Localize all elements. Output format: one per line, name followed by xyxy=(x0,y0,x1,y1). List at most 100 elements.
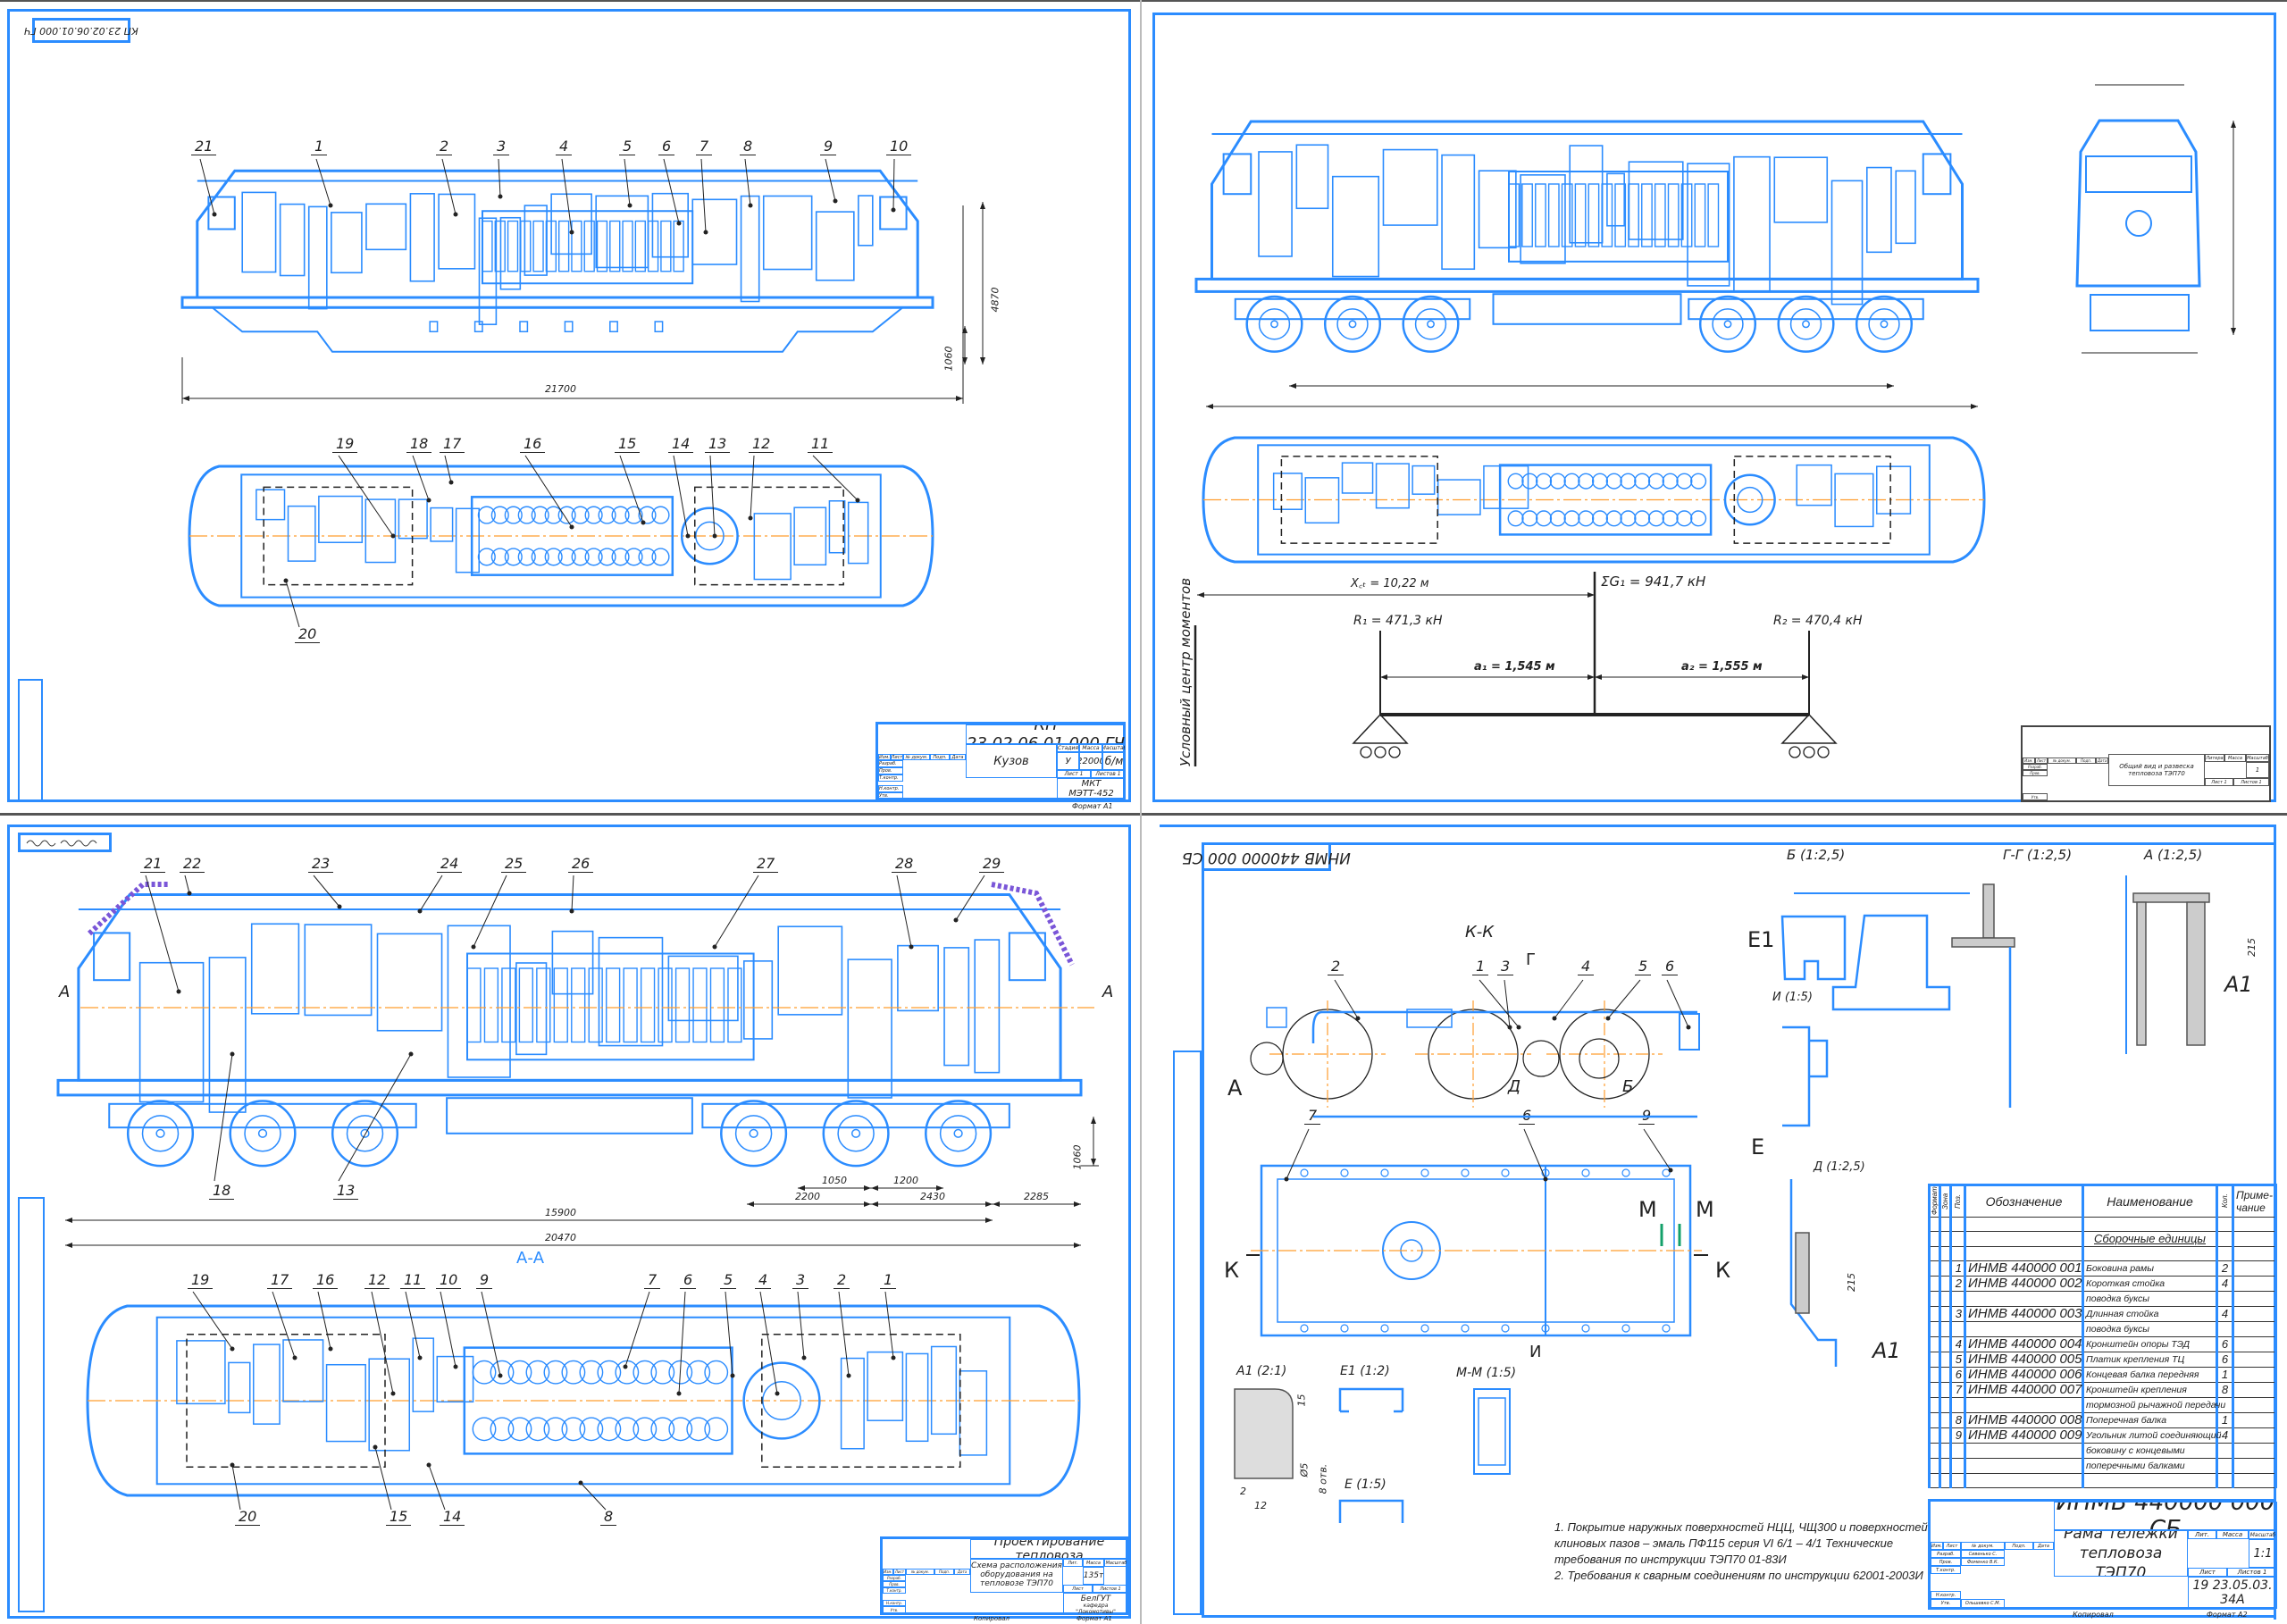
section-heading: Сборочные единицы xyxy=(2082,1231,2218,1247)
tb-r-check: Пров. xyxy=(1931,1558,1961,1566)
mirrored-label-glyphs xyxy=(26,840,96,847)
force-a1: a₁ = 1,545 м xyxy=(1474,660,1555,674)
cell-name: Угольник литой соединяющий xyxy=(2082,1427,2221,1444)
cell-pos: 2 xyxy=(1949,1276,1966,1292)
callout: 17 xyxy=(267,1273,293,1289)
tb-mass: 22000 xyxy=(1079,752,1102,770)
tb-r-approve: Утв. xyxy=(878,792,903,799)
callout: 7 xyxy=(644,1273,661,1289)
callout: 21 xyxy=(140,857,166,873)
callout: 9 xyxy=(476,1273,493,1289)
tb-mass: 135т xyxy=(1083,1567,1104,1585)
callout: 10 xyxy=(436,1273,462,1289)
tb-project-text: Проектирование тепловоза xyxy=(993,1539,1105,1559)
dim-2285: 2285 xyxy=(1024,1191,1049,1202)
detail-a1-title: А1 (2:1) xyxy=(1236,1364,1287,1378)
cell-empty xyxy=(1939,1458,1952,1474)
tb-h-list: Лист xyxy=(893,1569,906,1575)
callout: 5 xyxy=(720,1273,737,1289)
parts-list-header: Формат Зона Поз. Обозначение Наименовани… xyxy=(1929,1185,2277,1218)
section-mark-left: А xyxy=(59,983,71,1001)
col-note: Приме-чание xyxy=(2232,1185,2277,1218)
tb-r-tcontrol: Т.контр. xyxy=(883,1587,906,1594)
callout: 20 xyxy=(235,1510,261,1526)
dim-5: Ø5 xyxy=(1298,1462,1311,1478)
dimension-base: 1060 xyxy=(942,346,955,372)
cell-name: поводка буксы xyxy=(2082,1321,2218,1337)
detail-mark-d: Д xyxy=(1508,1077,1521,1096)
detail-d-title: Д (1:2,5) xyxy=(1814,1160,1865,1174)
cell-code: ИНМВ 440000 005 xyxy=(1964,1352,2084,1368)
cell-qty: 1 xyxy=(2216,1412,2234,1428)
cell-code: ИНМВ 440000 001 xyxy=(1964,1260,2084,1277)
cell-code xyxy=(1964,1397,2084,1413)
tb-r-approve: Утв. xyxy=(1931,1599,1961,1608)
callout: 2 xyxy=(1328,959,1345,975)
cell-pos xyxy=(1949,1443,1966,1459)
callout: 12 xyxy=(364,1273,390,1289)
callout: 8 xyxy=(600,1510,617,1526)
cell-empty xyxy=(1939,1291,1952,1307)
tb-h-sign: Подп. xyxy=(930,754,950,760)
dim-12: 12 xyxy=(1254,1500,1267,1511)
sheet4-corner-label: ИНМВ 440000 000 СБ xyxy=(1182,842,1351,871)
cell-name: Короткая стойка xyxy=(2082,1276,2218,1292)
callout: 1 xyxy=(311,139,328,155)
force-sum-g: ΣG₁ = 941,7 кН xyxy=(1601,573,1706,590)
cell-empty xyxy=(2232,1427,2277,1444)
tb-sheet: Лист xyxy=(2188,1568,2227,1577)
tb-scale: б/м xyxy=(1102,752,1126,770)
dim-15900: 15900 xyxy=(545,1207,576,1218)
tb-h-mass: Масса xyxy=(2224,754,2246,762)
cell-name: поперечными балками xyxy=(2082,1458,2218,1474)
cell-qty xyxy=(2216,1443,2234,1459)
cell-pos: 3 xyxy=(1949,1306,1966,1322)
cell-name: Поперечная балка xyxy=(2082,1412,2218,1428)
callout: 9 xyxy=(820,139,837,155)
callout: 13 xyxy=(705,437,731,453)
detail-a-title: А (1:2,5) xyxy=(2144,847,2203,863)
cell-empty xyxy=(1928,1382,1941,1398)
tb-sheets: Листов 1 xyxy=(2233,778,2269,786)
tb-h-scale: Масштаб xyxy=(1104,1559,1128,1567)
cell-code: ИНМВ 440000 004 xyxy=(1964,1336,2084,1352)
detail-b-title: Б (1:2,5) xyxy=(1787,847,1846,863)
callout: 6 xyxy=(658,139,675,155)
tb-group: 19 23.05.03. 34А xyxy=(2188,1577,2277,1609)
tb-h-mass: Масса xyxy=(1079,744,1102,752)
callout: 3 xyxy=(1497,959,1514,975)
tb-r-dev: Разраб. xyxy=(878,760,903,767)
cell-name: Концевая балка передняя xyxy=(2082,1367,2218,1383)
callout: 12 xyxy=(749,437,775,453)
cell-code xyxy=(1964,1291,2084,1307)
tb-name: Рама тележки тепловоза ТЭП70 xyxy=(2054,1530,2188,1577)
cell-empty xyxy=(1928,1260,1941,1277)
cell-empty xyxy=(2232,1367,2277,1383)
callout: 16 xyxy=(520,437,546,453)
cell-code: ИНМВ 440000 007 xyxy=(1964,1382,2084,1398)
tb-dept: кафедра "Локомотивы" xyxy=(1063,1603,1128,1614)
tb-org: БелГУТ xyxy=(1063,1593,1128,1603)
callout: 7 xyxy=(1304,1109,1321,1125)
cell-empty xyxy=(2232,1352,2277,1368)
callout: 3 xyxy=(493,139,510,155)
cell-empty xyxy=(1939,1276,1952,1292)
force-a2: a₂ = 1,555 м xyxy=(1681,660,1763,674)
tb-name: Схема расположения оборудования на тепло… xyxy=(970,1559,1063,1593)
dim-2430: 2430 xyxy=(920,1191,945,1202)
cell-empty xyxy=(1939,1427,1952,1444)
detail-mark-b: Б xyxy=(1622,1077,1634,1096)
cell-empty xyxy=(1939,1321,1952,1337)
cell-empty xyxy=(1939,1352,1952,1368)
detail-mark-a1: А1 xyxy=(1872,1338,1901,1363)
tb-h-stage: Лит. xyxy=(2188,1530,2216,1539)
force-r2: R₂ = 470,4 кН xyxy=(1773,614,1863,628)
callout: 1 xyxy=(1472,959,1489,975)
cell-name: Боковина рамы xyxy=(2082,1260,2218,1277)
table-row: боковину с концевыми xyxy=(1928,1443,2277,1459)
tb-h-date: Дата xyxy=(2096,758,2108,764)
format-label: Формат А1 xyxy=(1072,802,1113,810)
